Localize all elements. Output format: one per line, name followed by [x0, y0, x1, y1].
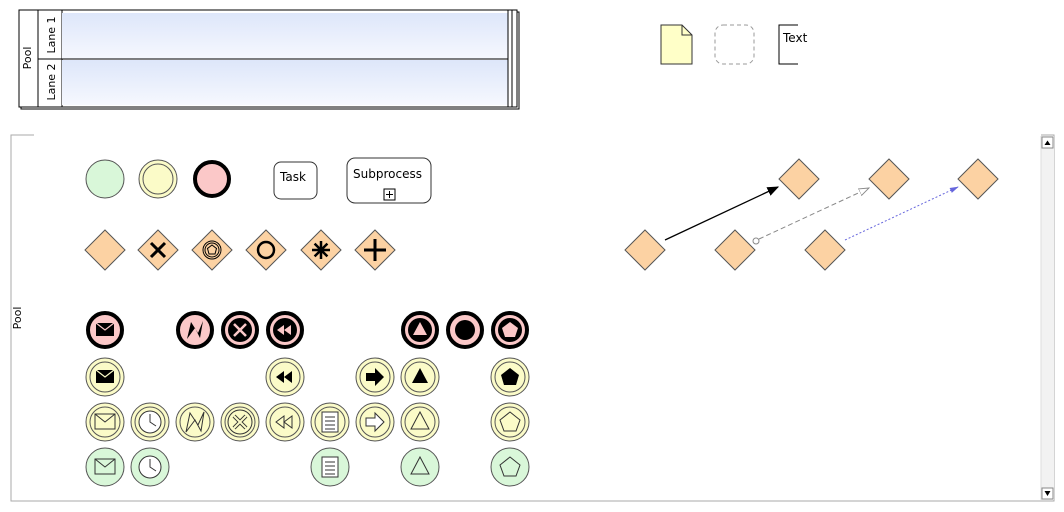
group-icon[interactable] — [714, 24, 755, 65]
error-end-event-icon[interactable] — [176, 311, 214, 349]
multiple-end-event-icon[interactable] — [491, 311, 529, 349]
cancel-end-event-icon[interactable] — [221, 311, 259, 349]
signal-throw-event-icon[interactable] — [400, 357, 440, 397]
compensation-catch-event-icon[interactable] — [265, 402, 305, 442]
inclusive-gateway-icon[interactable] — [245, 229, 287, 271]
compensation-end-event-icon[interactable] — [266, 311, 304, 349]
lane-2[interactable]: Lane 2 — [45, 60, 508, 105]
complex-gateway-icon[interactable] — [300, 229, 342, 271]
subprocess-label: Subprocess — [353, 167, 422, 181]
event-based-gateway-icon[interactable] — [191, 229, 233, 271]
link-throw-event-icon[interactable] — [355, 357, 395, 397]
timer-start-event-icon[interactable] — [130, 447, 170, 487]
signal-start-event-icon[interactable] — [400, 447, 440, 487]
signal-catch-event-icon[interactable] — [400, 402, 440, 442]
message-flow[interactable] — [714, 158, 910, 271]
multiple-throw-event-icon[interactable] — [490, 357, 530, 397]
scroll-down-button[interactable] — [1041, 487, 1054, 500]
conditional-catch-event-icon[interactable] — [310, 402, 350, 442]
conditional-start-event-icon[interactable] — [310, 447, 350, 487]
task-label: Task — [279, 170, 306, 184]
link-catch-event-icon[interactable] — [355, 402, 395, 442]
parallel-gateway-icon[interactable] — [354, 229, 396, 271]
multiple-start-event-icon[interactable] — [490, 447, 530, 487]
end-event-icon[interactable] — [193, 160, 231, 198]
gateway-icon[interactable] — [84, 229, 126, 271]
scroll-up-button[interactable] — [1041, 136, 1054, 149]
association[interactable] — [804, 158, 999, 271]
lane-1[interactable]: Lane 1 — [45, 13, 508, 59]
error-catch-event-icon[interactable] — [175, 402, 215, 442]
task[interactable]: Task — [273, 161, 318, 200]
text-annotation-label: Text — [782, 31, 808, 45]
message-start-event-icon[interactable] — [85, 447, 125, 487]
top-pool-label: Pool — [21, 47, 34, 70]
main-pool-label: Pool — [11, 307, 24, 330]
compensation-throw-event-icon[interactable] — [265, 357, 305, 397]
cancel-catch-event-icon[interactable] — [220, 402, 260, 442]
timer-catch-event-icon[interactable] — [130, 402, 170, 442]
data-object-icon[interactable] — [660, 24, 693, 65]
text-annotation[interactable]: Text — [778, 24, 808, 65]
message-throw-event-icon[interactable] — [85, 357, 125, 397]
start-event-icon[interactable] — [85, 159, 125, 199]
message-end-event-icon[interactable] — [86, 311, 124, 349]
top-pool[interactable]: Pool Lane 1 Lane 2 — [18, 9, 520, 110]
signal-end-event-icon[interactable] — [401, 311, 439, 349]
terminate-end-event-icon[interactable] — [446, 311, 484, 349]
multiple-catch-event-icon[interactable] — [490, 402, 530, 442]
message-catch-event-icon[interactable] — [85, 402, 125, 442]
sequence-flow[interactable] — [624, 158, 820, 271]
expand-marker-icon[interactable] — [383, 188, 396, 201]
exclusive-gateway-icon[interactable] — [137, 229, 179, 271]
lane-1-label: Lane 1 — [45, 16, 58, 53]
intermediate-event-icon[interactable] — [138, 159, 178, 199]
vertical-scrollbar[interactable] — [1040, 136, 1054, 500]
subprocess[interactable]: Subprocess — [346, 157, 432, 204]
lane-2-label: Lane 2 — [45, 63, 58, 100]
